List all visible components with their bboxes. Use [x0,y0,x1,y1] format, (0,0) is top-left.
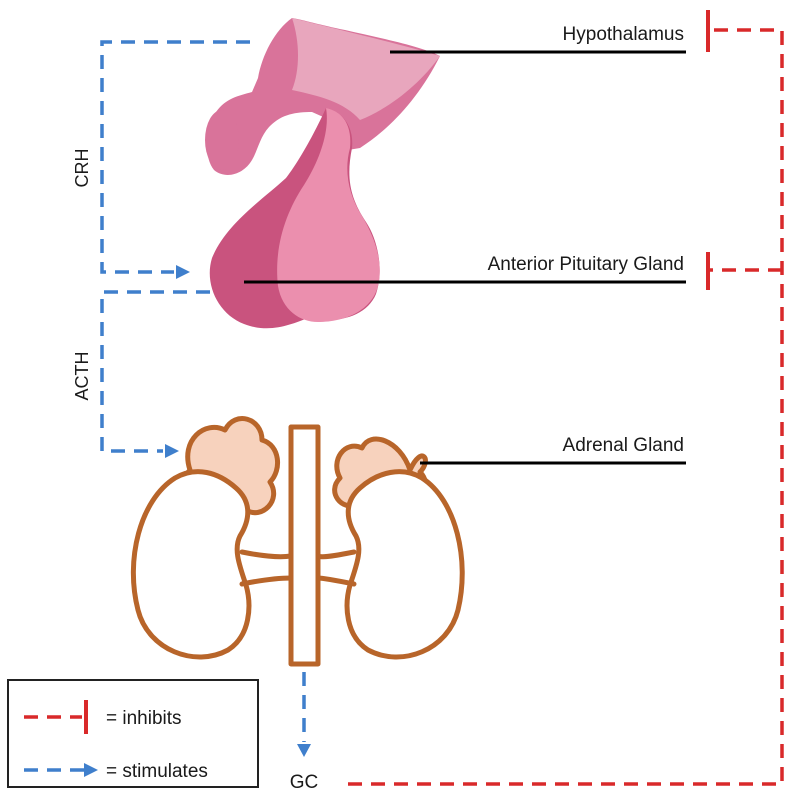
adrenal-kidney-illustration [133,419,462,664]
acth-arrow-line [102,292,210,451]
gc-feedback-line [348,30,782,784]
legend-stimulates-text: = stimulates [106,761,208,782]
inhibition-pathway [348,30,782,784]
acth-arrowhead [165,444,179,458]
legend: = inhibits = stimulates [8,680,258,787]
gc-label: GC [290,772,319,793]
crh-arrowhead [176,265,190,279]
adrenal-label: Adrenal Gland [563,435,684,456]
crh-label: CRH [72,149,92,188]
gc-arrowhead [297,744,311,757]
hypothalamus-label: Hypothalamus [563,24,684,45]
pituitary-label: Anterior Pituitary Gland [488,254,684,275]
acth-label: ACTH [72,352,92,401]
legend-inhibits-text: = inhibits [106,708,182,729]
